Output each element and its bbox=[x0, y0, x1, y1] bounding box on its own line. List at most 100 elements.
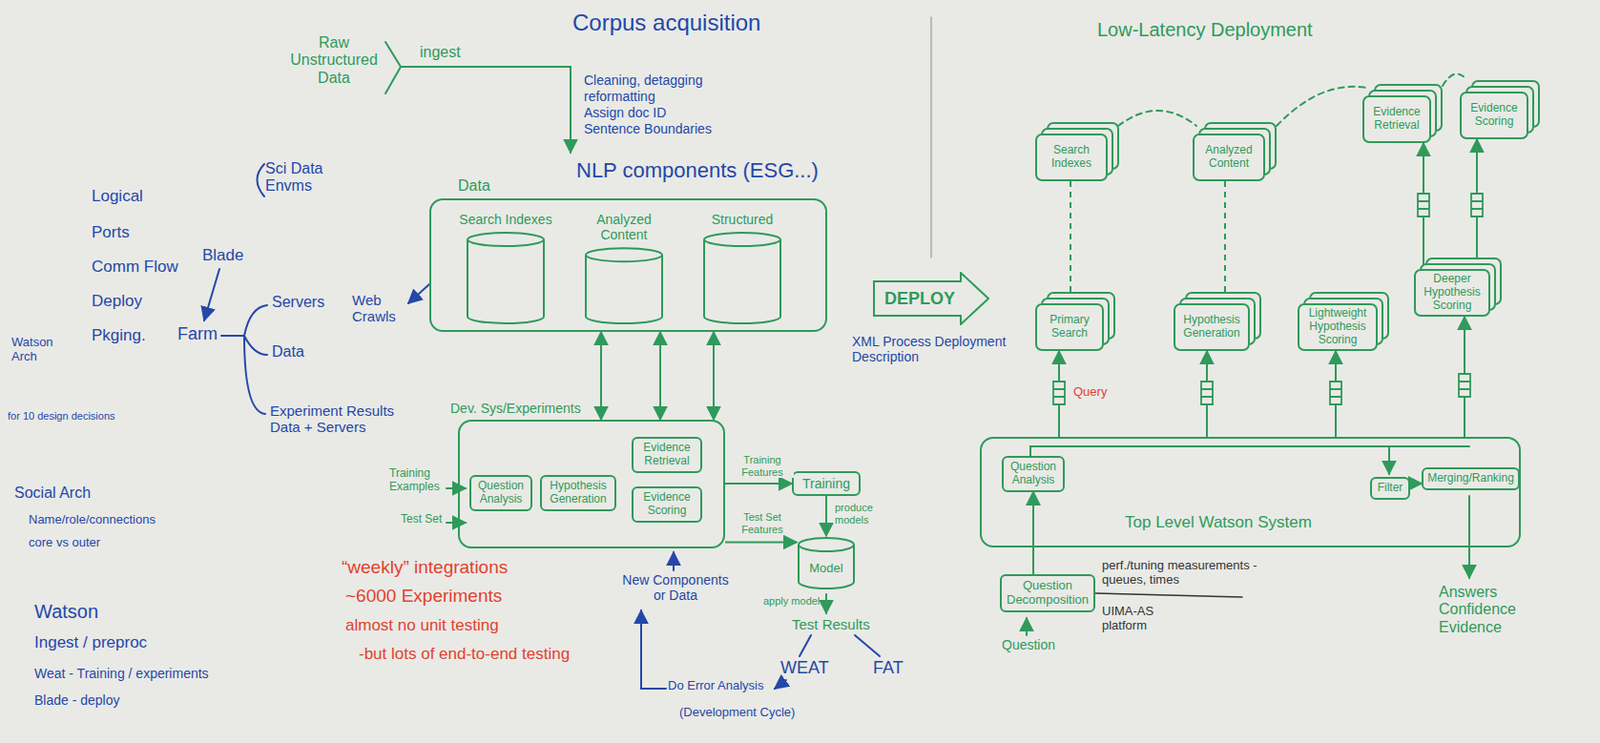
stack-card bbox=[1174, 304, 1249, 351]
leader-arrow bbox=[774, 680, 787, 689]
note-text: Name/role/connections bbox=[28, 513, 156, 528]
connector bbox=[1069, 181, 1072, 304]
note-text: Corpus acquisition bbox=[572, 9, 761, 37]
note-text: Logical bbox=[91, 187, 144, 207]
connector bbox=[712, 332, 715, 420]
node-label: Lightweight Hypothesis Scoring bbox=[1302, 307, 1373, 347]
stack-card bbox=[1193, 134, 1265, 181]
queue-symbol bbox=[1201, 381, 1213, 405]
process-box: Filter bbox=[1370, 477, 1411, 500]
queue-symbol bbox=[1329, 381, 1342, 405]
cycle-arrow bbox=[641, 610, 666, 689]
note-text: Low-Latency Deployment bbox=[1097, 19, 1313, 42]
note-text: UIMA-AS platform bbox=[1101, 604, 1169, 634]
note-text: almost no unit testing bbox=[345, 616, 499, 636]
connector bbox=[725, 541, 797, 544]
note-text: reformatting bbox=[583, 88, 656, 104]
note-text: NLP components (ESG...) bbox=[576, 158, 819, 183]
process-box: Merging/Ranking bbox=[1421, 467, 1520, 491]
note-text: Weat - Training / experiments bbox=[34, 665, 209, 682]
note-text: New Components or Data bbox=[622, 572, 729, 603]
process-box: Training bbox=[791, 471, 861, 497]
tree-branches bbox=[221, 305, 268, 415]
process-box: Evidence Scoring bbox=[631, 486, 703, 523]
cylinder-outline bbox=[457, 209, 554, 327]
note-text: Question bbox=[1001, 637, 1056, 653]
note-text: WEAT bbox=[780, 658, 830, 679]
input-arrow bbox=[672, 552, 675, 571]
note-text: core vs outer bbox=[28, 536, 101, 551]
cylinder-shape bbox=[704, 232, 781, 324]
note-text: Watson Arch bbox=[11, 335, 58, 365]
process-box: Question Analysis bbox=[469, 475, 533, 512]
note-text: -but lots of end-to-end testing bbox=[358, 644, 570, 665]
note-text: Servers bbox=[271, 293, 325, 312]
node-label: Merging/Ranking bbox=[1427, 472, 1515, 486]
note-text: Farm bbox=[177, 324, 218, 345]
split-lines bbox=[799, 635, 880, 657]
note-text: Do Error Analysis bbox=[667, 679, 764, 694]
node-label: DEPLOY bbox=[884, 289, 956, 310]
process-box: Evidence Retrieval bbox=[631, 436, 703, 474]
cylinder-shape bbox=[467, 232, 544, 324]
note-text: Deploy bbox=[91, 291, 143, 312]
node-label: Search Indexes bbox=[1039, 144, 1103, 171]
data-cylinder: Search Indexes bbox=[457, 209, 554, 327]
note-text: Training Examples bbox=[389, 467, 445, 495]
stacked-box: Evidence Retrieval bbox=[1362, 95, 1432, 144]
cylinder-outline bbox=[694, 209, 790, 327]
process-box: Question Analysis bbox=[1001, 456, 1065, 493]
stacked-box: Evidence Scoring bbox=[1459, 91, 1529, 140]
leader-arrow bbox=[408, 284, 430, 304]
note-text: (Development Cycle) bbox=[679, 706, 795, 721]
node-label: Training bbox=[797, 476, 855, 492]
stacked-box: Search Indexes bbox=[1035, 133, 1108, 182]
group-box: DataSearch IndexesAnalyzed ContentStruct… bbox=[429, 198, 828, 333]
note-text: Sentence Boundaries bbox=[583, 121, 712, 137]
note-text: Watson bbox=[34, 601, 99, 624]
process-box: Hypothesis Generation bbox=[540, 475, 617, 512]
stack-card bbox=[1298, 304, 1377, 351]
measure-line bbox=[1095, 593, 1243, 598]
group-heading: Data bbox=[457, 177, 491, 195]
note-text: Assign doc ID bbox=[583, 104, 666, 121]
stacked-box: Hypothesis Generation bbox=[1173, 303, 1250, 352]
node-label: Model bbox=[809, 561, 843, 577]
node-label: Primary Search bbox=[1039, 313, 1100, 341]
connector-label: Query bbox=[1072, 385, 1108, 400]
connector-label: Test Set Features bbox=[730, 511, 794, 536]
node-label: Search Indexes bbox=[457, 211, 554, 228]
queue-symbol bbox=[1458, 374, 1471, 397]
node-label: Evidence Retrieval bbox=[637, 441, 697, 469]
stacked-box: Lightweight Hypothesis Scoring bbox=[1297, 303, 1378, 352]
arrow-shape bbox=[873, 272, 989, 325]
connector bbox=[1224, 181, 1226, 304]
bracket bbox=[257, 164, 266, 197]
stack-card bbox=[1363, 96, 1431, 143]
node-label: Question Analysis bbox=[1007, 460, 1060, 488]
note-text: Ports bbox=[91, 223, 130, 243]
note-text: Comm Flow bbox=[91, 257, 179, 277]
connector bbox=[825, 496, 828, 537]
queue-symbol bbox=[1417, 193, 1430, 217]
note-text: FAT bbox=[872, 658, 904, 679]
note-text: apply model bbox=[763, 595, 820, 608]
note-text: Blade bbox=[202, 246, 244, 266]
connector bbox=[600, 332, 603, 420]
group-heading: Dev. Sys/Experiments bbox=[450, 400, 582, 416]
bus-line bbox=[1030, 446, 1470, 457]
note-text: Raw Unstructured Data bbox=[284, 34, 384, 87]
note-text: XML Process Deployment Description bbox=[851, 333, 1019, 365]
data-cylinder: Structured bbox=[694, 209, 790, 327]
connector-label: produce models bbox=[833, 501, 894, 526]
note-text: for 10 design decisions bbox=[7, 410, 116, 423]
process-box: Question Decomposition bbox=[999, 574, 1096, 613]
leader-arrow bbox=[825, 594, 828, 614]
stack-card bbox=[1414, 270, 1490, 316]
leader-arrow bbox=[1025, 618, 1028, 636]
node-label: Question Analysis bbox=[475, 479, 527, 507]
note-text: ingest bbox=[419, 43, 461, 62]
stacked-box: Primary Search bbox=[1035, 303, 1104, 352]
merge-brace bbox=[385, 41, 401, 94]
connector bbox=[1032, 492, 1035, 575]
